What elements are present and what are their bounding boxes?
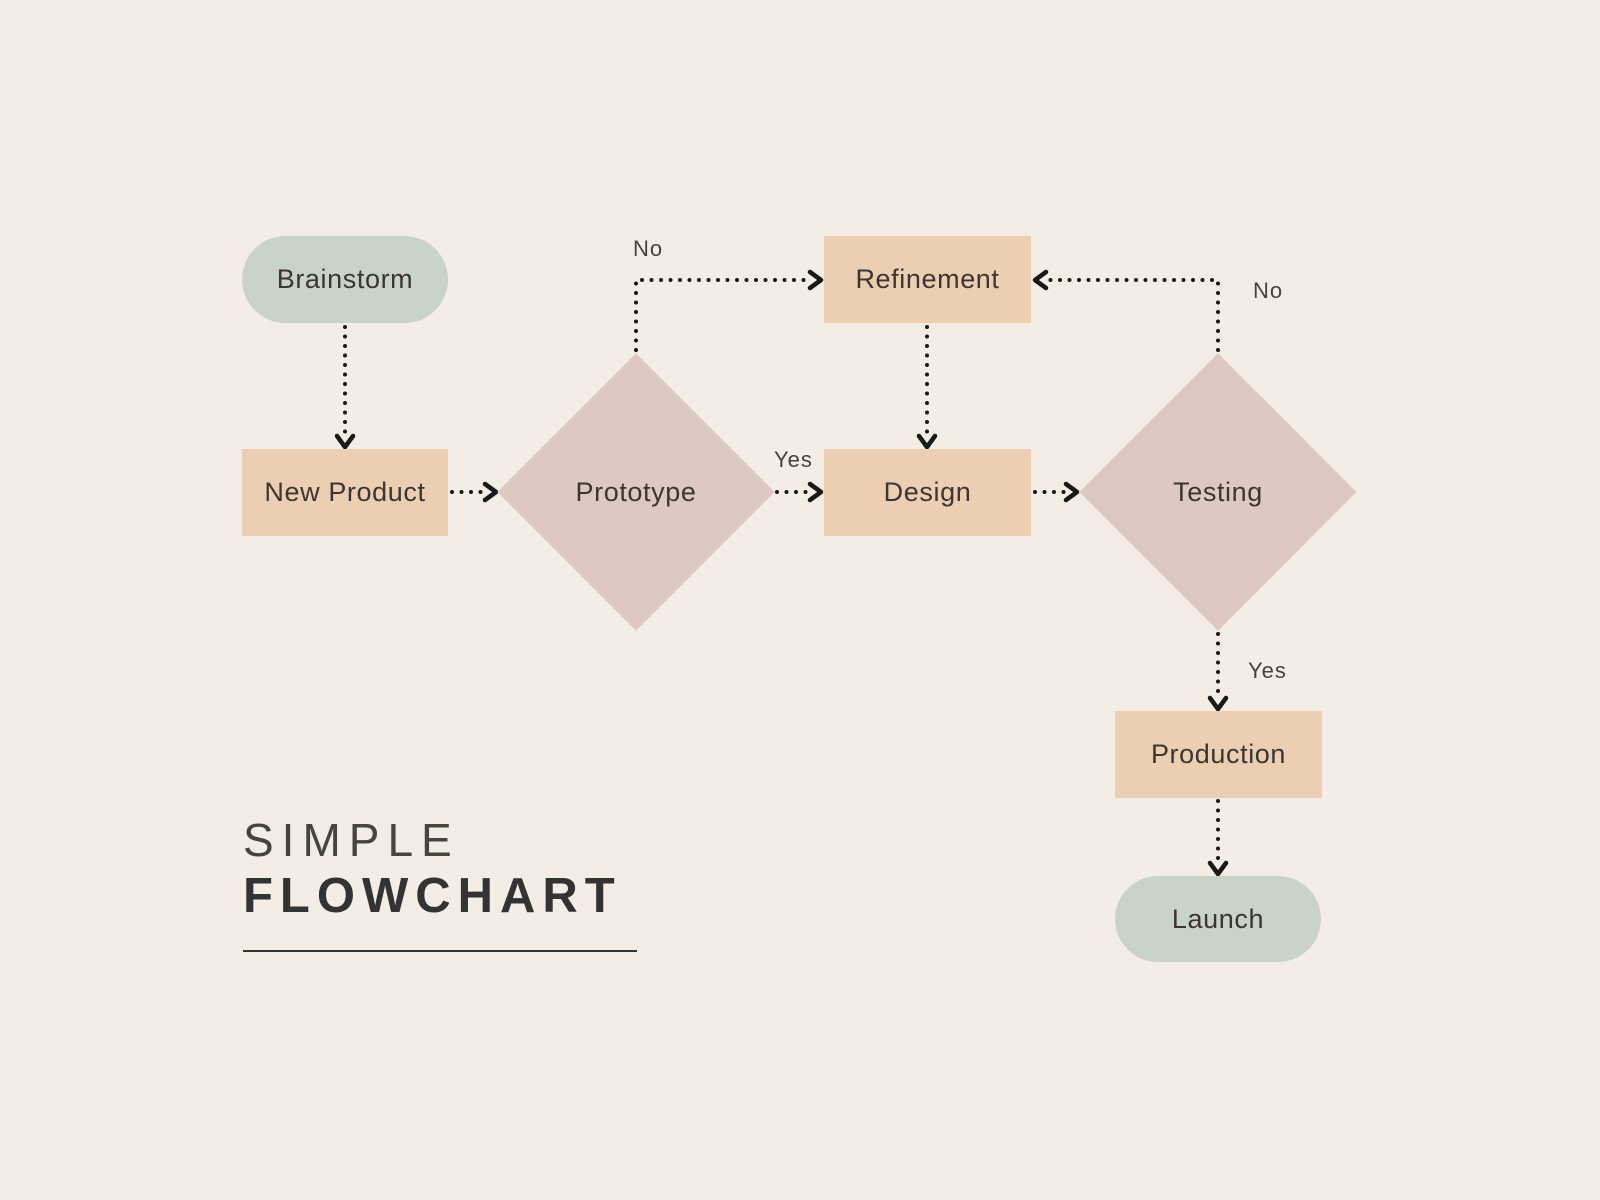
arrowhead-down-icon [1207,695,1229,712]
node-prototype-label: Prototype [575,476,697,507]
edge-label-prototype-yes: Yes [774,447,813,472]
node-design: Design [824,449,1031,536]
node-refinement-label: Refinement [855,264,1000,294]
node-testing-label: Testing [1173,476,1263,507]
node-launch-label: Launch [1171,903,1265,934]
node-testing: Testing [1120,394,1316,590]
node-launch: Launch [1115,876,1321,962]
node-prototype: Prototype [538,394,734,590]
title-underline [243,949,637,952]
arrowhead-right-icon [807,481,824,503]
arrowhead-left-icon [1032,269,1049,291]
arrowhead-right-icon [482,481,499,503]
node-design-label: Design [883,477,972,507]
edge-label-prototype-no: No [633,236,664,261]
page-title-line2: FLOWCHART [243,868,622,923]
node-brainstorm: Brainstorm [242,236,448,323]
arrowhead-right-icon [1063,481,1080,503]
arrow-testing-to-refinement [1043,278,1220,352]
arrowhead-down-icon [916,433,938,450]
arrowhead-down-icon [1207,860,1229,877]
node-production: Production [1115,711,1322,798]
arrow-prototype-to-refinement [634,278,813,352]
node-new-product-label: New Product [264,477,426,507]
arrowhead-down-icon [334,433,356,450]
node-brainstorm-label: Brainstorm [276,264,414,294]
node-new-product: New Product [242,449,448,536]
edge-label-testing-no: No [1253,278,1284,303]
node-refinement: Refinement [824,236,1031,323]
node-production-label: Production [1150,739,1287,769]
arrowhead-right-icon [807,269,824,291]
page-title: SIMPLE FLOWCHART [243,812,637,952]
edge-label-testing-yes: Yes [1248,658,1287,683]
page-title-line1: SIMPLE [243,814,460,866]
